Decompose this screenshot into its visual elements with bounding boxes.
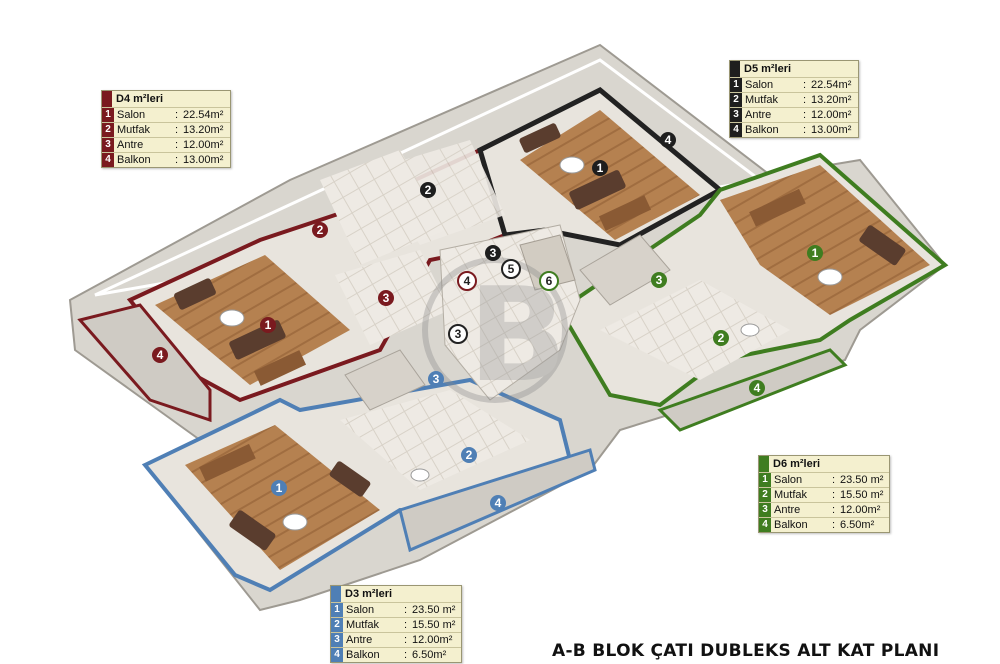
core-marker-3: 3 — [455, 327, 462, 341]
core-stairs — [519, 234, 576, 291]
d3-kitchen-floor — [340, 390, 530, 490]
d3-marker-1: 1 — [276, 481, 283, 495]
d3-marker-3: 3 — [433, 372, 440, 386]
d6-markers: 1 2 3 4 — [651, 245, 823, 396]
d4-marker-4: 4 — [157, 348, 164, 362]
plan-title: A-B BLOK ÇATI DUBLEKS ALT KAT PLANI — [552, 641, 940, 661]
dining-tables — [199, 188, 806, 482]
d4-marker-1: 1 — [265, 318, 272, 332]
d4-marker-2: 2 — [317, 223, 324, 237]
d6-kitchen-floor — [600, 280, 790, 380]
d4-markers: 1 2 3 4 — [152, 222, 394, 363]
core-marker-4: 4 — [464, 274, 471, 288]
d5-marker-4: 4 — [665, 133, 672, 147]
d5-marker-2: 2 — [425, 183, 432, 197]
d6-marker-4: 4 — [754, 381, 761, 395]
d6-marker-1: 1 — [812, 246, 819, 260]
legend-d4-title: D4 m²leri — [102, 91, 230, 107]
d3-stairs — [344, 349, 426, 411]
round-tables — [219, 156, 843, 531]
core-marker-5: 5 — [508, 262, 515, 276]
d5-kitchen-floor — [370, 140, 505, 245]
core-markers: 3 4 5 6 — [448, 259, 559, 344]
legend-d6-title: D6 m²leri — [759, 456, 889, 472]
d4-balkon — [77, 303, 212, 423]
d3-markers: 1 2 3 4 — [271, 371, 506, 511]
legend-d3-title: D3 m²leri — [331, 586, 461, 602]
d3-marker-4: 4 — [495, 496, 502, 510]
d5-marker-3: 3 — [490, 246, 497, 260]
d6-marker-3: 3 — [656, 273, 663, 287]
d4-marker-3: 3 — [383, 291, 390, 305]
d3-marker-2: 2 — [466, 448, 473, 462]
d5-marker-1: 1 — [597, 161, 604, 175]
legend-d5-title: D5 m²leri — [730, 61, 858, 77]
d6-marker-2: 2 — [718, 331, 725, 345]
d5-markers: 1 2 3 4 — [420, 132, 676, 261]
d6-stairs — [579, 234, 671, 306]
core-marker-6: 6 — [546, 274, 553, 288]
